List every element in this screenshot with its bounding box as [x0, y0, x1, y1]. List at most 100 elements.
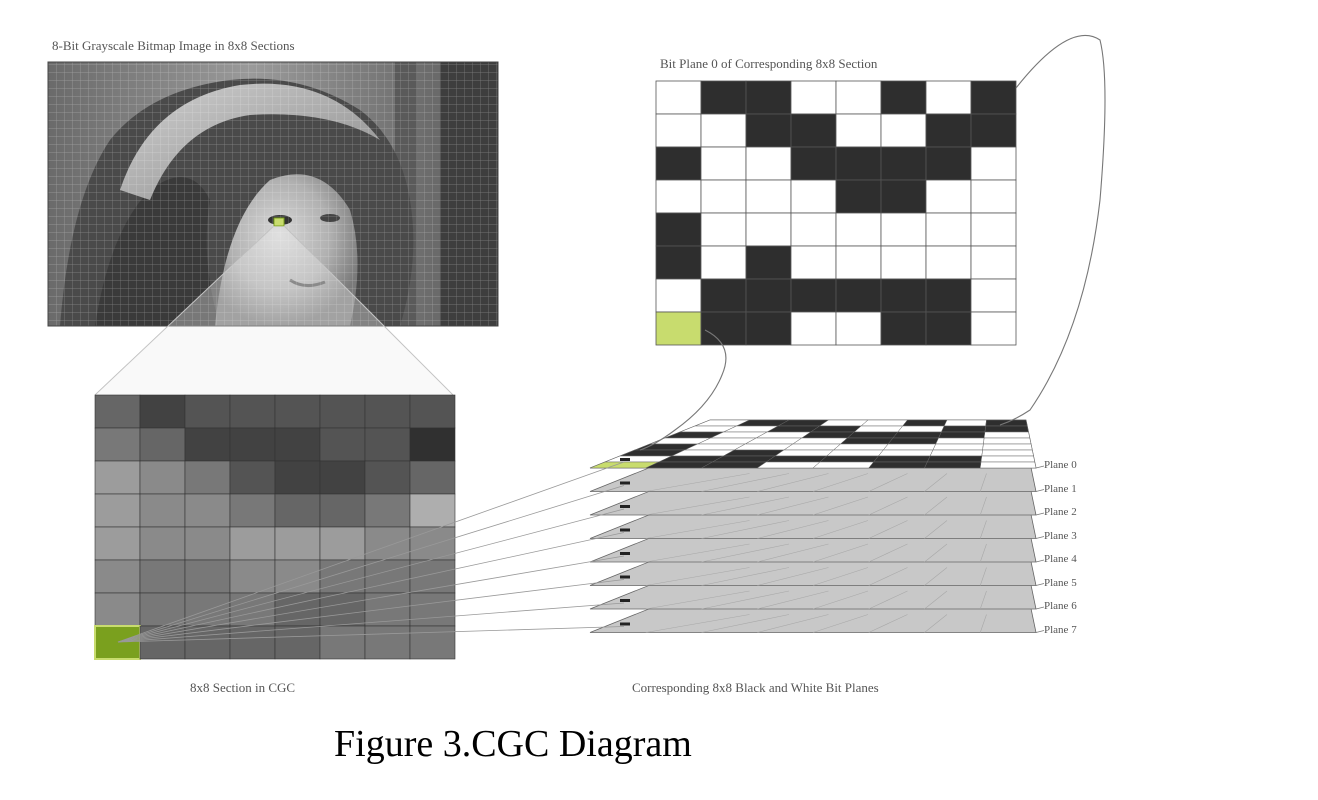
- plane0-cell: [981, 449, 1034, 457]
- cgc-cell: [139, 394, 186, 429]
- bitplane0-cell: [835, 311, 882, 346]
- bitplane0-cell: [880, 278, 927, 313]
- plane-gridline: [868, 496, 908, 516]
- plane0-cell: [926, 455, 983, 463]
- bitplane0-cell: [700, 80, 747, 115]
- bitplane0-cell: [655, 80, 702, 115]
- plane-label-tick: [1035, 630, 1045, 633]
- bitplane0-cell: [745, 311, 792, 346]
- bitplane0-cell: [745, 179, 792, 214]
- plane0-cell: [892, 431, 942, 439]
- cgc-cell: [139, 625, 186, 660]
- plane0-cell: [932, 443, 984, 451]
- bitplane0-cell: [880, 113, 927, 148]
- cgc-cell: [94, 427, 141, 462]
- plane-gridline: [812, 496, 869, 516]
- cgc-cell: [139, 427, 186, 462]
- plane-bit-mark: [620, 599, 630, 602]
- bitplane0-cell: [655, 212, 702, 247]
- highlighted-section-marker: [273, 217, 285, 227]
- cgc-cell: [409, 427, 456, 462]
- bitplane0-cell: [925, 311, 972, 346]
- plane-gridline: [868, 473, 908, 492]
- cgc-cell: [274, 493, 321, 528]
- plane-gridline: [757, 567, 829, 586]
- bitplane0-cell: [970, 212, 1017, 247]
- plane-gridline: [979, 567, 987, 586]
- bitplane0-cell: [835, 245, 882, 280]
- plane-gridline: [701, 614, 790, 633]
- fan-line: [117, 485, 625, 643]
- plane-label: Plane 7: [1044, 623, 1077, 636]
- plane0-cell: [818, 419, 869, 427]
- plane-gridline: [868, 590, 908, 610]
- plane-gridline: [757, 590, 829, 610]
- cgc-cell: [364, 526, 411, 561]
- plane0-cell: [980, 455, 1036, 463]
- plane-gridline: [812, 567, 869, 586]
- plane-gridline: [812, 614, 869, 633]
- plane-gridline: [812, 590, 869, 610]
- cgc-cell: [274, 526, 321, 561]
- bitplane0-cell: [700, 311, 747, 346]
- plane0-cell: [701, 461, 767, 469]
- plane0-cell: [938, 431, 986, 439]
- plane-label-tick: [1035, 512, 1045, 516]
- plane0-cell: [873, 455, 931, 463]
- cgc-cell: [229, 427, 276, 462]
- bitplane0-cell: [745, 146, 792, 181]
- plane-gridline: [757, 473, 829, 492]
- plane-label-tick: [1035, 606, 1045, 610]
- bitplane0-cell: [700, 146, 747, 181]
- cgc-cell: [139, 559, 186, 594]
- bitplane0-cell: [655, 146, 702, 181]
- cgc-cell: [409, 460, 456, 495]
- cgc-cell: [409, 559, 456, 594]
- plane-gridline: [645, 543, 750, 563]
- plane0-cell: [982, 443, 1033, 451]
- plane-bit-mark: [620, 481, 630, 485]
- cgc-cell: [184, 592, 231, 627]
- bitplane0-cell: [925, 146, 972, 181]
- bitmap-title: 8-Bit Grayscale Bitmap Image in 8x8 Sect…: [52, 38, 295, 53]
- plane0-cell: [734, 443, 794, 451]
- bit-fan-lines: [117, 461, 625, 643]
- bitplane0-curve-connectors: [639, 35, 1106, 451]
- plane-gridline: [868, 614, 908, 633]
- plane-label: Plane 0: [1044, 459, 1077, 471]
- cgc-cell: [319, 493, 366, 528]
- plane-gridline: [924, 543, 948, 563]
- cgc-cell: [409, 625, 456, 660]
- bitplane0-cell: [745, 212, 792, 247]
- cgc-cell: [319, 625, 366, 660]
- plane0-cell: [846, 431, 899, 439]
- plane-label-tick: [1035, 583, 1045, 586]
- cgc-cell: [364, 394, 411, 429]
- cgc-cell: [319, 592, 366, 627]
- cgc-cell: [319, 559, 366, 594]
- cgc-cell: [184, 394, 231, 429]
- plane-gridline: [645, 567, 750, 586]
- plane-gridline: [924, 614, 948, 633]
- bitplane0-cell: [925, 212, 972, 247]
- plane0-cell: [929, 449, 983, 457]
- cgc-cell: [184, 559, 231, 594]
- cgc-cell: [319, 394, 366, 429]
- cgc-cell: [229, 559, 276, 594]
- plane0-cell: [860, 419, 909, 427]
- fan-line: [117, 508, 625, 643]
- cgc-cell: [139, 526, 186, 561]
- plane0-cell: [897, 425, 945, 433]
- bitplane0-cell: [655, 179, 702, 214]
- plane-gridline: [979, 473, 987, 492]
- bitplane0-title: Bit Plane 0 of Corresponding 8x8 Section: [660, 56, 878, 71]
- plane0-cell: [984, 425, 1029, 433]
- bitplane0-grid: [655, 80, 1017, 346]
- plane0-cell: [812, 461, 875, 469]
- bitplane0-cell: [880, 146, 927, 181]
- fan-line: [117, 532, 625, 643]
- plane-gridline: [701, 473, 790, 492]
- cgc-cell: [94, 625, 141, 660]
- bitplane0-cell: [970, 80, 1017, 115]
- plane0-cell: [940, 425, 987, 433]
